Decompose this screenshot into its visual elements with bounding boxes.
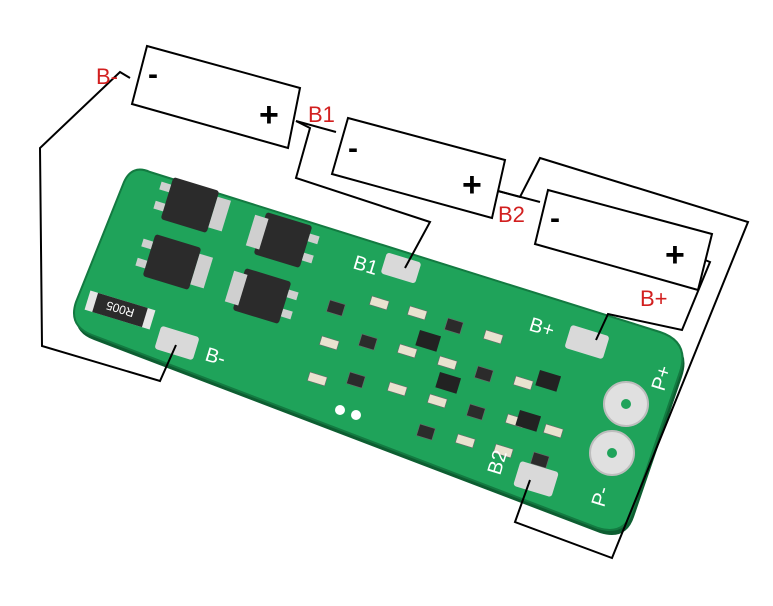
ic-chip xyxy=(535,370,562,392)
mosfet xyxy=(224,268,299,324)
mount-hole xyxy=(351,410,361,420)
pad-b-minus xyxy=(155,326,199,360)
wires xyxy=(38,70,750,560)
smd-component xyxy=(530,451,550,469)
battery-3: - + xyxy=(533,188,714,292)
smd-component xyxy=(358,333,378,351)
battery-negative: - xyxy=(550,202,560,235)
label-b1: B1 xyxy=(308,102,335,127)
smd-component xyxy=(386,381,408,397)
smd-component xyxy=(466,403,486,421)
smd-component xyxy=(416,423,436,441)
smd-component xyxy=(306,371,328,387)
wire-link-2 xyxy=(497,190,541,203)
wire-b1 xyxy=(294,120,432,269)
mosfet xyxy=(153,177,232,233)
battery-cell xyxy=(330,116,507,220)
label-b-plus: B+ xyxy=(640,286,668,311)
ic-chip xyxy=(515,410,542,432)
smd-component xyxy=(482,329,504,345)
mosfet xyxy=(135,234,214,290)
battery-1: - + xyxy=(130,44,302,150)
ic-chip xyxy=(435,372,462,394)
smd-component xyxy=(346,371,366,389)
smd-component xyxy=(492,443,514,459)
smd-component xyxy=(326,299,346,317)
smd-component xyxy=(436,355,458,371)
pad-b2 xyxy=(513,461,559,497)
smd-component xyxy=(426,393,448,409)
pcb-board: R005 B1 B+ B- B2 P+ P- xyxy=(73,168,685,536)
wire-link-1 xyxy=(295,120,337,133)
battery-cell xyxy=(533,188,714,292)
smd-component xyxy=(396,343,418,359)
battery-positive: + xyxy=(665,236,685,274)
smd-component xyxy=(444,317,464,335)
battery-cell xyxy=(130,44,302,150)
mount-hole xyxy=(335,405,345,415)
pad-p-plus-hole xyxy=(621,399,631,409)
smd-component xyxy=(474,365,494,383)
smd-component xyxy=(454,433,476,449)
smd-component xyxy=(512,375,534,391)
shunt-resistor: R005 xyxy=(84,290,156,330)
smd-component xyxy=(318,335,340,351)
mosfet-array xyxy=(135,177,320,324)
pad-b1 xyxy=(381,252,421,284)
smd-component xyxy=(406,305,428,321)
battery-negative: - xyxy=(348,132,358,165)
battery-positive: + xyxy=(462,166,482,204)
label-b2: B2 xyxy=(498,202,525,227)
battery-2: - + xyxy=(330,116,507,220)
pcb-body xyxy=(73,168,684,531)
battery-positive: + xyxy=(259,96,279,134)
smd-component xyxy=(542,423,564,439)
label-b-minus: B- xyxy=(96,64,118,89)
terminal-labels: B- B1 B2 B+ xyxy=(96,64,668,311)
battery-negative: - xyxy=(148,58,158,91)
smd-components xyxy=(306,295,564,469)
smd-component xyxy=(368,295,390,311)
wire-b-minus xyxy=(38,70,177,383)
pad-p-minus-hole xyxy=(607,448,617,458)
wire-b-plus xyxy=(595,259,712,341)
mosfet xyxy=(245,212,320,268)
ic-chip xyxy=(415,330,442,352)
